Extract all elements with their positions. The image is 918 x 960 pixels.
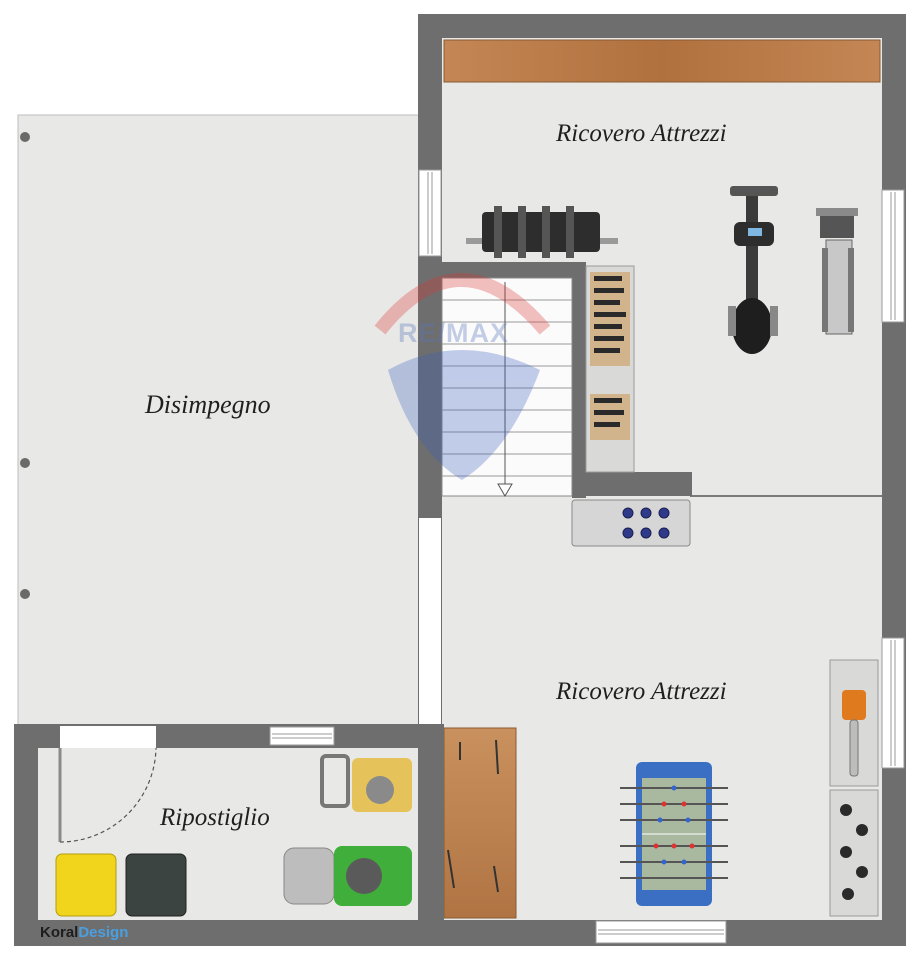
wood-shelf-top-border: [443, 39, 881, 83]
riding-mower: [283, 846, 412, 906]
cooktop: [571, 499, 691, 547]
disimpegno-floor: [17, 114, 421, 726]
remax-watermark-logo: [374, 273, 551, 480]
room-label-ricovero-top: Ricovero Attrezzi: [556, 120, 727, 147]
workbench-tools: [447, 739, 499, 893]
staircase: [441, 277, 573, 497]
stair-arrow-head: [497, 483, 513, 497]
ripostiglio-door-opening: [60, 726, 156, 748]
wine-bottles-lower: [590, 394, 630, 440]
room-label-ripostiglio: Ripostiglio: [160, 804, 270, 831]
cooktop-burners: [622, 507, 670, 539]
door-swing-arc: [59, 747, 157, 843]
window-right-lower: [881, 637, 905, 769]
stair-wall-right: [572, 262, 586, 498]
spare-tires: [840, 804, 868, 900]
koraldesign-logo: KoralDesign: [40, 924, 128, 941]
pillar-dot: [20, 458, 30, 468]
remax-watermark-text: RE/MAX: [398, 318, 510, 348]
exercise-bike: [728, 186, 778, 354]
room-label-disimpegno: Disimpegno: [145, 390, 271, 419]
foosball-table: [620, 762, 728, 906]
weight-machine: [466, 206, 618, 258]
brand-koral: Koral: [40, 924, 79, 941]
bin-dark: [125, 853, 187, 917]
pillar-dot: [20, 589, 30, 599]
window-right-upper: [881, 189, 905, 323]
doorway-left: [419, 518, 441, 724]
window-bottom: [595, 920, 727, 944]
room-label-ricovero-bottom: Ricovero Attrezzi: [556, 678, 727, 705]
window-left-upper: [418, 169, 442, 257]
stair-wall-top: [418, 262, 586, 278]
stair-wall-bottom: [572, 472, 692, 496]
chainsaw-icon: [842, 690, 866, 777]
bin-yellow: [55, 853, 117, 917]
workbench: [443, 727, 517, 919]
stair-steps: [442, 299, 572, 477]
wood-shelf-top: [444, 40, 880, 82]
brand-design: Design: [78, 924, 129, 941]
tool-cabinet-lower: [829, 789, 879, 917]
pillar-dot: [20, 132, 30, 142]
push-mower: [320, 754, 412, 812]
ripostiglio-window: [269, 726, 335, 746]
wine-bottles-upper: [590, 272, 630, 366]
treadmill: [816, 208, 858, 335]
